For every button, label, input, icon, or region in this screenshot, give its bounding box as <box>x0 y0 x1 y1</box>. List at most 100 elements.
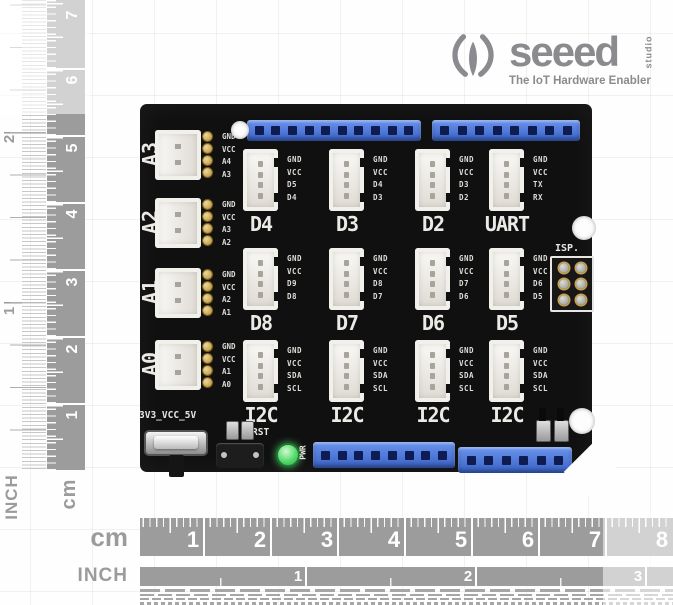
reset-label: RST <box>252 427 270 438</box>
isp-label: ISP. <box>555 243 580 254</box>
power-led <box>276 443 300 467</box>
port-name: UART <box>484 212 530 236</box>
port-name: I2C <box>244 403 278 427</box>
grove-port-a2: A2 GND VCC A3 A2 <box>138 196 302 250</box>
port-name: D8 <box>249 311 273 335</box>
ruler-number: 3 <box>633 568 643 585</box>
pin-label: A2 <box>222 295 232 304</box>
pin-label: D9 <box>287 279 298 288</box>
pin-labels: GND VCC D7 D6 <box>459 253 474 303</box>
pin-label: TX <box>533 180 544 189</box>
pin-label: GND <box>222 132 236 141</box>
pin-label: GND <box>533 155 549 164</box>
ruler-number: 5 <box>454 527 468 552</box>
grove-port-a3: A3 GND VCC A4 A3 <box>138 128 302 182</box>
pin-label: VCC <box>287 167 303 177</box>
pin-label: VCC <box>287 358 303 368</box>
pin-label: VCC <box>459 266 475 276</box>
pin-label: GND <box>222 270 236 279</box>
pin-label: GND <box>373 346 389 355</box>
pin-labels: GND VCC SDA SCL <box>533 345 548 395</box>
port-name: I2C <box>490 403 524 427</box>
pin-label: VCC <box>373 266 389 276</box>
pin-label: GND <box>533 346 549 355</box>
pin-label: D3 <box>373 192 384 202</box>
port-name: I2C <box>416 403 450 427</box>
pin-labels: GND VCC D5 D4 <box>287 154 302 204</box>
power-select-switch <box>144 430 208 477</box>
ruler-texture <box>140 589 673 592</box>
grove-port-a0: A0 GND VCC A1 A0 <box>138 338 302 392</box>
ruler-number: 6 <box>521 527 535 552</box>
ruler-number: 8 <box>655 527 669 552</box>
solder-pads <box>203 132 212 177</box>
pin-label: VCC <box>287 266 303 276</box>
seeed-leaf-icon <box>452 34 494 77</box>
ruler-number: 1 <box>293 568 303 585</box>
smd-component <box>536 408 551 442</box>
pin-label: A4 <box>222 157 232 166</box>
pin-label: SCL <box>373 383 389 393</box>
smd-component <box>554 408 569 442</box>
pin-label: GND <box>287 155 303 164</box>
pin-label: SDA <box>459 371 475 380</box>
ruler-number: 1 <box>1 306 18 316</box>
ruler-number: 2 <box>1 134 18 144</box>
grove-socket <box>155 340 201 390</box>
pin-label: A3 <box>222 169 232 179</box>
component-lead <box>539 408 546 421</box>
female-header-top-right <box>432 120 580 141</box>
isp-header: ISP. <box>550 243 594 312</box>
pin-label: A0 <box>222 379 232 389</box>
pin-label: SDA <box>373 371 389 380</box>
grove-socket <box>415 340 452 402</box>
pin-label: VCC <box>222 144 236 154</box>
grove-socket <box>329 248 366 310</box>
ruler-number: 2 <box>463 568 473 585</box>
pin-labels: GND VCC A1 A0 <box>222 341 236 391</box>
pin-labels: GND VCC D9 D8 <box>287 253 302 303</box>
pin-label: GND <box>287 254 303 263</box>
pin-label: D6 <box>533 279 544 288</box>
ruler-number: 1 <box>186 527 200 552</box>
pin-label: GND <box>459 254 475 263</box>
female-header-bottom-left <box>313 442 455 468</box>
smd-component <box>241 421 254 440</box>
pin-label: D7 <box>459 279 470 288</box>
pin-label: A2 <box>222 237 232 247</box>
pin-label: SDA <box>287 371 303 380</box>
grove-socket <box>415 248 452 310</box>
pin-label: A1 <box>222 307 232 317</box>
logo-studio-text: studio <box>643 35 654 69</box>
pin-label: D7 <box>373 291 384 301</box>
ruler-number: 4 <box>387 527 401 552</box>
pin-label: D6 <box>459 291 470 301</box>
pin-label: VCC <box>373 358 389 368</box>
pin-label: GND <box>373 254 389 263</box>
seeed-logo: seeed studio The IoT Hardware Enabler <box>449 31 671 99</box>
grove-socket <box>329 340 366 402</box>
pin-labels: GND VCC TX RX <box>533 154 548 204</box>
ruler-texture <box>140 602 673 605</box>
pin-label: GND <box>222 200 236 209</box>
pin-label: RX <box>533 192 544 202</box>
grove-socket <box>243 149 280 211</box>
pin-labels: GND VCC A2 A1 <box>222 269 236 319</box>
component-lead <box>557 408 564 421</box>
mounting-hole <box>569 408 595 434</box>
female-header-bottom-right <box>458 447 572 473</box>
ruler-texture <box>140 594 673 596</box>
solder-pads <box>203 270 212 315</box>
pin-label: VCC <box>222 282 236 292</box>
ruler-number: 3 <box>320 527 334 552</box>
ruler-number: 7 <box>588 527 602 552</box>
pin-labels: GND VCC SDA SCL <box>287 345 302 395</box>
pin-label: D3 <box>459 180 470 189</box>
ruler-number: 7 <box>64 10 81 20</box>
port-name: D5 <box>495 311 519 335</box>
pin-label: VCC <box>222 354 236 364</box>
pin-labels: GND VCC A4 A3 <box>222 131 236 181</box>
ruler-number: 2 <box>253 527 267 552</box>
pin-label: D4 <box>287 192 298 202</box>
